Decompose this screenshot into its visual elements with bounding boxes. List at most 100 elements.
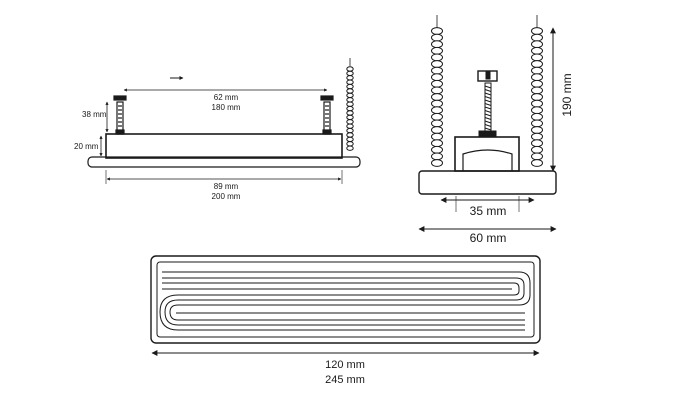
ceramic-bead (346, 83, 354, 90)
ceramic-bead (431, 93, 443, 101)
ceramic-bead (531, 99, 543, 108)
ceramic-bead (431, 46, 443, 55)
bolt-thread-line (484, 92, 492, 96)
side-view (87, 58, 361, 184)
side-bolt-left (113, 95, 127, 135)
ceramic-bead (431, 119, 443, 128)
ceramic-bead (346, 66, 354, 72)
ceramic-bead (531, 27, 543, 35)
bolt-height-label: 38 mm (82, 110, 107, 119)
ceramic-bead (431, 159, 443, 167)
top-length-primary-label: 120 mm (325, 359, 365, 371)
ceramic-bead (531, 93, 543, 101)
ceramic-bead (346, 123, 354, 129)
ceramic-bead (431, 86, 443, 95)
ceramic-bead (531, 66, 543, 75)
top-outer-frame (150, 255, 541, 344)
ceramic-bead (346, 110, 354, 116)
bolt-thread-line (484, 89, 492, 92)
ceramic-bead (431, 112, 443, 121)
ceramic-bead (431, 27, 443, 35)
end-center-bolt (477, 70, 498, 138)
ceramic-bead (431, 152, 443, 161)
ceramic-bead (531, 132, 543, 141)
ceramic-bead (346, 141, 354, 147)
ceramic-bead (431, 40, 443, 49)
ceramic-bead (346, 92, 354, 99)
total-width-label: 60 mm (470, 231, 507, 245)
ceramic-bead (531, 40, 543, 49)
bolt-spacing-primary-label: 62 mm (214, 93, 239, 102)
bolt-thread-line (484, 113, 492, 117)
ceramic-bead (346, 75, 354, 81)
body-height-label: 20 mm (74, 142, 99, 151)
bolt-thread-line (484, 127, 492, 131)
ceramic-bead (346, 70, 354, 77)
ceramic-bead (531, 60, 543, 68)
bolt-spacing-secondary-label: 180 mm (212, 103, 241, 112)
heating-coil-path (159, 271, 531, 331)
ceramic-bead (431, 33, 443, 42)
end-base (418, 170, 557, 195)
body-length-secondary-label: 200 mm (212, 192, 241, 201)
top-inner-frame (156, 261, 535, 338)
ceramic-bead (346, 127, 354, 134)
ceramic-bead (531, 139, 543, 148)
ceramic-bead (531, 46, 543, 55)
ceramic-bead (431, 106, 443, 115)
ceramic-bead (431, 99, 443, 108)
ceramic-bead (531, 159, 543, 167)
ceramic-bead (531, 106, 543, 115)
body-length-primary-label: 89 mm (214, 182, 239, 191)
ceramic-bead (431, 139, 443, 148)
ceramic-bead (431, 60, 443, 68)
top-view (150, 255, 541, 356)
bolt-thread-line (484, 117, 492, 120)
ceramic-bead (431, 66, 443, 75)
bolt-thread-line (484, 120, 492, 124)
end-mount-bracket-inner (462, 149, 513, 171)
side-base-plate (87, 156, 361, 168)
ceramic-bead (346, 145, 354, 151)
end-lead-wire-left (431, 15, 443, 167)
ceramic-bead (346, 105, 354, 112)
ceramic-bead (346, 101, 354, 107)
ceramic-bead (531, 79, 543, 88)
side-bolt-right (320, 95, 334, 135)
ceramic-bead (346, 79, 354, 85)
ceramic-bead (531, 86, 543, 95)
ceramic-bead (431, 132, 443, 141)
ceramic-bead (346, 97, 354, 103)
ceramic-bead (431, 73, 443, 82)
bolt-thread-line (484, 124, 492, 127)
bolt-thread-line (484, 110, 492, 113)
bolt-thread-line (484, 85, 492, 89)
bolt-thread-line (484, 103, 492, 106)
ceramic-bead (431, 53, 443, 62)
ceramic-bead (346, 136, 354, 143)
end-lead-wire-right (531, 15, 543, 167)
ceramic-bead (346, 132, 354, 138)
ceramic-bead (346, 119, 354, 125)
side-lead-wire (346, 58, 354, 151)
ceramic-bead (531, 53, 543, 62)
bolt-thread-line (484, 99, 492, 103)
ceramic-bead (531, 145, 543, 154)
bolt-thread-line (484, 106, 492, 110)
top-length-secondary-label: 245 mm (325, 374, 365, 386)
mount-width-label: 35 mm (470, 204, 507, 218)
ceramic-bead (531, 112, 543, 121)
side-body (105, 133, 343, 159)
ceramic-bead (346, 88, 354, 94)
ceramic-bead (431, 145, 443, 154)
ceramic-bead (531, 152, 543, 161)
ceramic-bead (531, 33, 543, 42)
ceramic-bead (531, 126, 543, 134)
ceramic-bead (431, 126, 443, 134)
ceramic-bead (431, 79, 443, 88)
total-height-label: 190 mm (560, 73, 574, 116)
bolt-thread-line (484, 96, 492, 99)
ceramic-bead (346, 114, 354, 121)
ceramic-bead (531, 73, 543, 82)
